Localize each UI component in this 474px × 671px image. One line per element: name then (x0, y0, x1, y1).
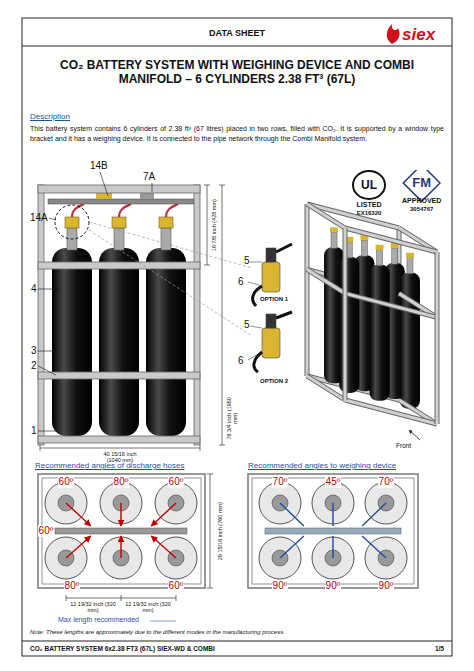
description-text: This battery system contains 6 cylinders… (30, 124, 444, 143)
note-label: Max length recommended (58, 616, 139, 624)
angle-label: 90º (378, 580, 395, 592)
callout-number: 3 (31, 345, 37, 357)
callout-number: 5 (244, 255, 250, 267)
angle-label: 60º (58, 476, 75, 488)
angle-label: 80º (113, 476, 130, 488)
brand-logo: siex (402, 25, 435, 45)
ul-listed-badge: ULLISTEDEX16320 (352, 170, 386, 216)
callout-number: 14B (90, 160, 108, 172)
callout-number: 6 (238, 355, 244, 367)
footer-text: CO₂ BATTERY SYSTEM 6x2.38 FT3 (67L) SIEX… (30, 645, 215, 652)
fm-approved-badge: FMAPPROVED3054767 (402, 170, 441, 212)
certification-text: EX16320 (357, 210, 382, 217)
dimension-label: 12 19/32 inch (320 mm) (125, 601, 171, 614)
note-text: Note: These lengths are approximately du… (30, 629, 285, 636)
document-title: CO₂ BATTERY SYSTEM WITH WEIGHING DEVICE … (32, 58, 442, 86)
section-heading: Description (30, 112, 70, 121)
angle-label: 60º (168, 476, 185, 488)
certification-mark: FM (408, 170, 435, 196)
certification-text: LISTED (357, 201, 382, 209)
angle-label: 90º (325, 580, 342, 592)
callout-number: 2 (31, 360, 37, 372)
angle-label: 60º (38, 525, 55, 537)
certification-mark: UL (352, 170, 386, 200)
callout-number: 14A (30, 212, 48, 224)
callout-number: 1 (31, 425, 37, 437)
dimension-label: 12 19/32 inch (320 mm) (70, 601, 116, 614)
callout-number: 7A (143, 171, 155, 183)
angle-label: 70º (272, 476, 289, 488)
callout-number: 4 (31, 283, 37, 295)
dimension-label: 76 3/4 inch (1950 mm) (226, 392, 239, 444)
section-heading: Recommended angles of discharge hoses (35, 461, 184, 470)
angle-label: 70º (378, 476, 395, 488)
angle-label: 90º (272, 580, 289, 592)
section-heading: Recommended angles to weighing device (248, 461, 396, 470)
callout-number: 5 (244, 319, 250, 331)
option-label: OPTION 2 (260, 378, 288, 385)
dimension-label: 29 15/16 inch (760 mm) (217, 501, 223, 561)
header-text: DATA SHEET (209, 28, 265, 38)
angle-label: 80º (64, 580, 81, 592)
certification-text: APPROVED (402, 197, 441, 205)
certification-text: 3054767 (410, 206, 433, 213)
footer-text: 1/5 (435, 645, 444, 652)
dimension-label: 16 7/8 inch (428 mm) (211, 197, 217, 253)
callout-number: 6 (238, 276, 244, 288)
angle-label: 60º (168, 580, 185, 592)
angle-label: 45º (325, 476, 342, 488)
direction-label: Front (396, 442, 411, 449)
option-label: OPTION 1 (260, 296, 288, 303)
